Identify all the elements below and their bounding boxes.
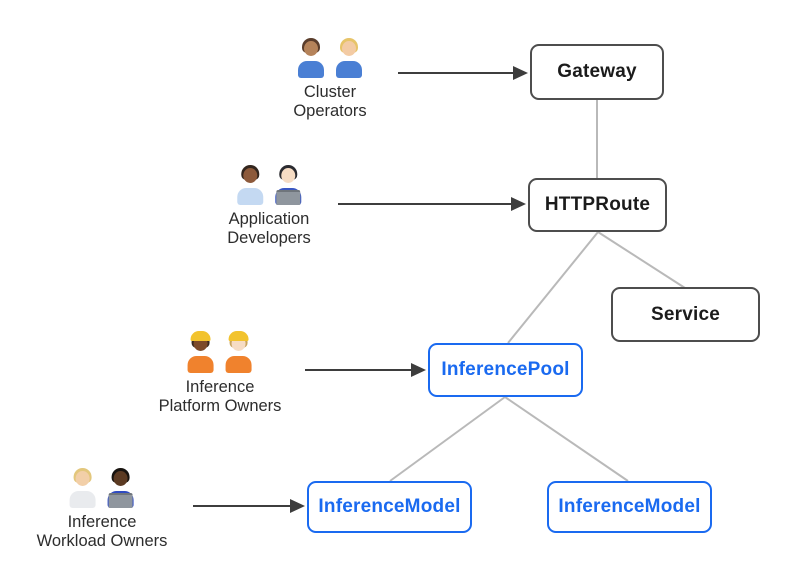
node-inferencemodel-right: InferenceModel xyxy=(547,481,712,533)
persona-cluster-operators: Cluster Operators xyxy=(292,36,368,121)
line-httproute-inferencepool xyxy=(507,231,599,344)
persona-label: Operators xyxy=(293,102,367,120)
persona-label: Platform Owners xyxy=(158,397,282,415)
node-inferencepool: InferencePool xyxy=(428,343,583,397)
line-pool-model-right xyxy=(504,396,629,482)
persona-label: Inference xyxy=(67,513,137,531)
persona-inference-workload-owners: Inference Workload Owners xyxy=(36,466,168,551)
node-service: Service xyxy=(611,287,760,342)
inference-workload-owners-emoji-pair xyxy=(64,466,140,508)
health-worker-coat-emoji xyxy=(68,468,98,508)
person-head xyxy=(75,471,90,486)
cluster-operators-emoji-pair xyxy=(292,36,368,78)
person-head xyxy=(304,41,318,56)
person-torso xyxy=(298,61,324,78)
woman-mechanic-emoji xyxy=(334,38,364,78)
person-torso xyxy=(188,356,214,373)
persona-label: Cluster xyxy=(303,83,357,101)
persona-label: Workload Owners xyxy=(36,532,168,550)
person-head xyxy=(243,168,257,183)
woman-technologist-emoji xyxy=(273,165,303,205)
persona-label: Developers xyxy=(227,229,311,247)
arrow-platform-owners-inferencepool xyxy=(305,363,426,377)
persona-application-developers: Application Developers xyxy=(227,163,311,248)
person-laptop xyxy=(276,190,300,205)
person-head xyxy=(342,41,356,56)
person-torso xyxy=(237,188,263,205)
line-pool-model-left xyxy=(389,396,506,482)
man-construction-worker-emoji xyxy=(224,331,254,373)
man-office-worker-emoji xyxy=(235,165,265,205)
person-head xyxy=(113,471,128,486)
person-head xyxy=(281,168,295,183)
inference-platform-owners-emoji-pair xyxy=(182,331,258,373)
man-mechanic-emoji xyxy=(296,38,326,78)
node-inferencemodel-left: InferenceModel xyxy=(307,481,472,533)
persona-label: Inference xyxy=(185,378,255,396)
arrow-workload-owners-inferencemodel xyxy=(193,499,305,513)
person-torso xyxy=(226,356,252,373)
line-httproute-service xyxy=(597,231,686,289)
arrow-app-developers-httproute xyxy=(338,197,526,211)
node-gateway: Gateway xyxy=(530,44,664,100)
node-httproute: HTTPRoute xyxy=(528,178,667,232)
application-developers-emoji-pair xyxy=(231,163,307,205)
persona-inference-platform-owners: Inference Platform Owners xyxy=(158,331,282,416)
woman-construction-worker-emoji xyxy=(186,331,216,373)
persona-label: Application xyxy=(228,210,310,228)
person-torso xyxy=(336,61,362,78)
arrow-cluster-operators-gateway xyxy=(398,66,528,80)
person-torso xyxy=(69,491,96,508)
man-technologist-dark-emoji xyxy=(106,468,136,508)
person-hat xyxy=(191,331,211,341)
person-hat xyxy=(229,331,249,341)
person-laptop xyxy=(108,493,133,508)
